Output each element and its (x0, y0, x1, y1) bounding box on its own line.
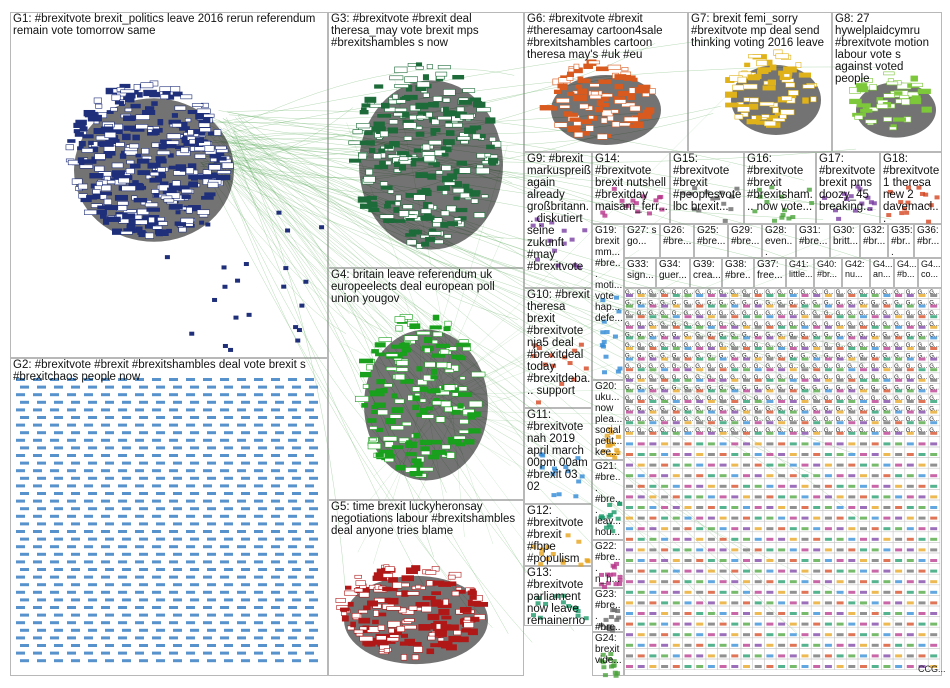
group-label-g38: G38: #bre... (725, 259, 751, 288)
group-label-g10: G10: #brexit theresa brexit #brexitvote … (527, 289, 591, 397)
group-label-g43: G4... an... (873, 259, 893, 279)
group-label-g14: G14: #brexitvote brexit nutshell #brexit… (595, 153, 670, 213)
group-panel-g6[interactable]: G6: #brexitvote #brexit #theresamay cart… (524, 12, 688, 152)
group-panel-g3[interactable]: G3: #brexitvote #brexit deal theresa_may… (328, 12, 524, 268)
group-panel-g16[interactable]: G16: #brexitvote #brexit #brexitsham... … (744, 152, 816, 224)
group-panel-g11[interactable]: G11: #brexitvote nah 2019 april march 00… (524, 408, 592, 504)
group-label-g30: G30: britt... (833, 225, 859, 247)
group-panel-g28[interactable]: G28: even... (762, 224, 796, 258)
group-panel-g26[interactable]: G26: #bre... (660, 224, 694, 258)
group-label-g27: G27: s go... (627, 225, 660, 247)
group-panel-g15[interactable]: G15: #brexitvote #brexit #peoplesvote lb… (670, 152, 744, 224)
group-panel-g42[interactable]: G42: nu... (842, 258, 870, 288)
group-panel-g21[interactable]: G21: #bre... #bre... leav... hou... nee.… (592, 460, 624, 540)
group-label-g32: G32: #br... (863, 225, 888, 247)
group-panel-g25[interactable]: G25: #bre... (694, 224, 728, 258)
group-label-g7: G7: brexit femi_sorry #brexitvote mp dea… (691, 13, 824, 49)
group-label-g29: G29: #bre... (731, 225, 760, 247)
group-panel-g13[interactable]: G13: #brexitvote parliament now leave re… (524, 566, 592, 626)
group-label-g34: G34: guer... (659, 259, 687, 281)
group-panel-g4[interactable]: G4: britain leave referendum uk europeel… (328, 268, 524, 500)
group-panel-g14[interactable]: G14: #brexitvote brexit nutshell #brexit… (592, 152, 670, 224)
group-panel-g5[interactable]: G5: time brexit luckyheronsay negotiatio… (328, 500, 524, 676)
group-panel-g7[interactable]: G7: brexit femi_sorry #brexitvote mp dea… (688, 12, 832, 152)
group-label-g42: G42: nu... (845, 259, 868, 279)
group-label-g33: G33: sign... (627, 259, 654, 281)
group-panel-g41[interactable]: G41: little... (786, 258, 814, 288)
group-label-g40: G40: #br... (817, 259, 840, 279)
group-panel-g18[interactable]: G18: #brexitvote 1 theresa new 2 davemac… (880, 152, 942, 224)
group-label-g31: G31: #bre... (799, 225, 828, 247)
group-label-g2: G2: #brexitvote #brexit #brexitshambles … (13, 359, 309, 383)
group-panel-g10[interactable]: G10: #brexit theresa brexit #brexitvote … (524, 288, 592, 408)
group-panel-g19[interactable]: G19: brexit mm... #bre... moti... vote h… (592, 224, 624, 380)
group-panel-g43[interactable]: G4... an... (870, 258, 894, 288)
group-panel-g33[interactable]: G33: sign... (624, 258, 656, 288)
group-panel-g8[interactable]: G8: 27 hywelplaidcymru #brexitvote motio… (832, 12, 942, 152)
group-label-g18: G18: #brexitvote 1 theresa new 2 davemac… (883, 153, 940, 224)
group-label-g37: G37: free... (757, 259, 783, 281)
group-label-g45: G4... co... (921, 259, 941, 279)
group-label-g41: G41: little... (789, 259, 813, 279)
group-label-g22: G22: #bre... n_h... (595, 541, 621, 585)
group-label-g35: G35: #br... (891, 225, 913, 258)
group-label-g16: G16: #brexitvote #brexit #brexitsham... … (747, 153, 813, 213)
group-panel-g40[interactable]: G40: #br... (814, 258, 842, 288)
group-label-g44: G4... #b... (897, 259, 917, 279)
group-label-g19: G19: brexit mm... #bre... moti... vote h… (595, 225, 623, 324)
group-panel-g12[interactable]: G12: #brexitvote #brexit #fbpe #populism… (524, 504, 592, 566)
group-label-g24: G24: brexit vide... (595, 633, 623, 666)
group-label-g13: G13: #brexitvote parliament now leave re… (527, 567, 586, 626)
group-label-g11: G11: #brexitvote nah 2019 april march 00… (527, 409, 591, 493)
group-panel-g9[interactable]: G9: #brexit markuspreiß again already gr… (524, 152, 592, 288)
group-panel-g35[interactable]: G35: #br... (888, 224, 914, 258)
group-label-g23: G23: #bre... #bre... (595, 589, 621, 632)
group-panel-g27[interactable]: G27: s go... (624, 224, 660, 258)
group-label-g20: G20: uku... now plea... social petit... … (595, 381, 623, 458)
group-panel-g37[interactable]: G37: free... (754, 258, 786, 288)
group-panel-g45[interactable]: G4... co... (918, 258, 942, 288)
group-label-g21: G21: #bre... #bre... leav... hou... nee.… (595, 461, 621, 539)
group-panel-g38[interactable]: G38: #bre... (722, 258, 754, 288)
group-label-g6: G6: #brexitvote #brexit #theresamay cart… (527, 13, 666, 61)
group-panel-g1[interactable]: G1: #brexitvote brexit_politics leave 20… (10, 12, 328, 358)
group-panel-g36[interactable]: G36: #br... (914, 224, 942, 258)
group-label-g26: G26: #bre... (663, 225, 692, 247)
group-panel-g32[interactable]: G32: #br... (860, 224, 888, 258)
group-label-g28: G28: even... (765, 225, 793, 258)
group-panel-g31[interactable]: G31: #bre... (796, 224, 830, 258)
group-label-g15: G15: #brexitvote #brexit #peoplesvote lb… (673, 153, 742, 213)
group-label-g12: G12: #brexitvote #brexit #fbpe #populism… (527, 505, 584, 565)
group-label-g5: G5: time brexit luckyheronsay negotiatio… (331, 501, 519, 537)
group-panel-g22[interactable]: G22: #bre... n_h... (592, 540, 624, 588)
group-panel-g24[interactable]: G24: brexit vide... (592, 632, 624, 676)
group-panel-g2[interactable]: G2: #brexitvote #brexit #brexitshambles … (10, 358, 328, 676)
group-label-g25: G25: #bre... (697, 225, 726, 247)
group-label-g1: G1: #brexitvote brexit_politics leave 20… (13, 13, 319, 37)
group-panel-g39[interactable]: G39: crea... (690, 258, 722, 288)
group-label-g4: G4: britain leave referendum uk europeel… (331, 269, 498, 305)
small-groups-grid[interactable] (624, 288, 942, 676)
group-label-g39: G39: crea... (693, 259, 721, 281)
group-label-g3: G3: #brexitvote #brexit deal theresa_may… (331, 13, 482, 49)
group-label-g9: G9: #brexit markuspreiß again already gr… (527, 153, 591, 273)
group-panel-g23[interactable]: G23: #bre... #bre... (592, 588, 624, 632)
group-panel-g17[interactable]: G17: #brexitvote brexit pms doozy_45 bre… (816, 152, 880, 224)
group-label-g17: G17: #brexitvote brexit pms doozy_45 bre… (819, 153, 879, 213)
group-panel-g34[interactable]: G34: guer... (656, 258, 690, 288)
group-panel-g20[interactable]: G20: uku... now plea... social petit... … (592, 380, 624, 460)
group-label-g8: G8: 27 hywelplaidcymru #brexitvote motio… (835, 13, 933, 85)
group-panel-g30[interactable]: G30: britt... (830, 224, 860, 258)
group-panel-g29[interactable]: G29: #bre... (728, 224, 762, 258)
group-panel-g44[interactable]: G4... #b... (894, 258, 918, 288)
group-label-g36: G36: #br... (917, 225, 942, 247)
